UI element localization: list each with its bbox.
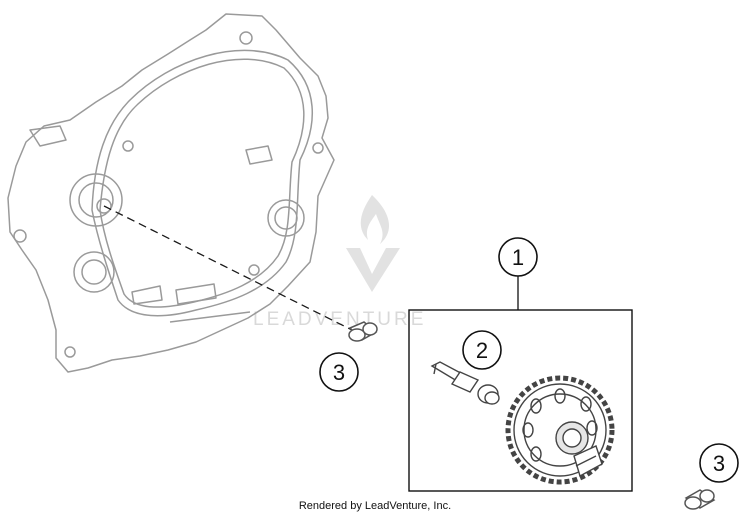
shaft-part [430, 361, 500, 405]
leader-line-cover [103, 205, 353, 331]
callout-1: 1 [498, 237, 538, 310]
svg-text:1: 1 [512, 245, 524, 270]
render-credit: Rendered by LeadVenture, Inc. [298, 500, 452, 512]
callout-3-right: 3 [699, 443, 739, 483]
flame-logo-icon [360, 195, 390, 244]
svg-text:3: 3 [713, 451, 725, 476]
svg-text:2: 2 [476, 338, 488, 363]
svg-text:3: 3 [333, 360, 345, 385]
leadventure-watermark: LEADVENTURE [253, 195, 426, 330]
callout-3-left: 3 [319, 352, 359, 392]
callout-2: 2 [462, 330, 502, 370]
v-logo-icon [346, 248, 400, 292]
gear-part [505, 375, 615, 485]
bushing-part-right [684, 489, 716, 510]
bushing-part-left [348, 321, 378, 342]
watermark-text: LEADVENTURE [253, 309, 426, 330]
assembly-bracket-box [408, 309, 633, 492]
clutch-cover [7, 13, 335, 373]
